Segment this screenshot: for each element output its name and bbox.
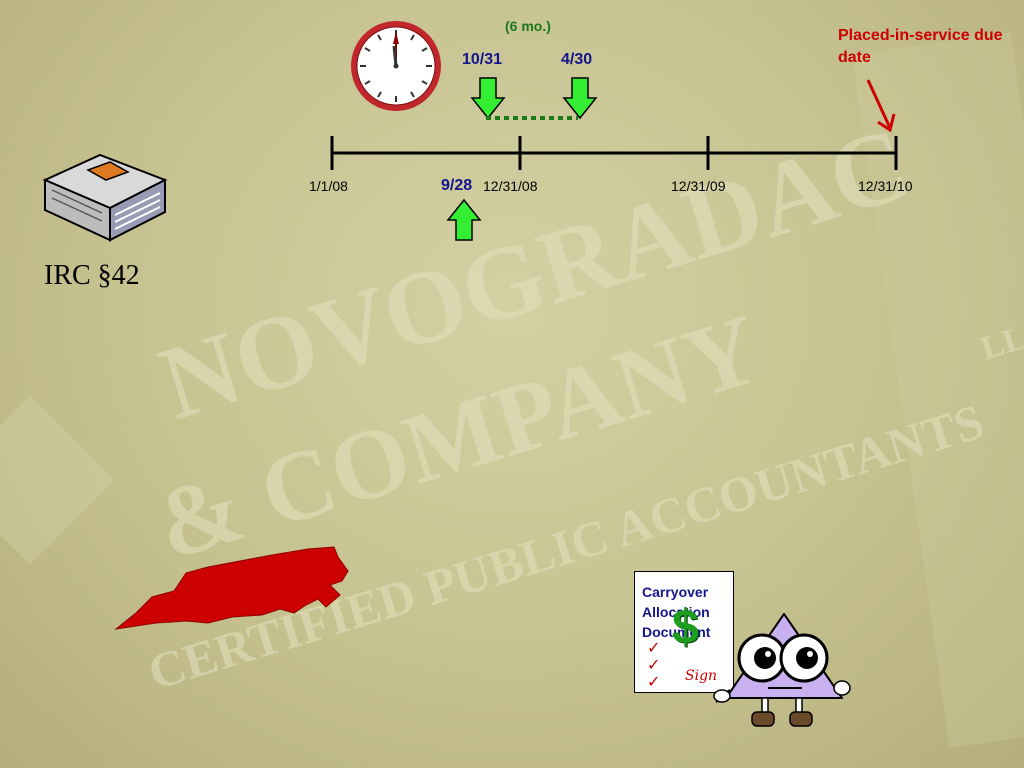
signature: Sign	[685, 668, 718, 684]
document-line-3: Document	[642, 624, 711, 640]
checkmarks-icon: ✓✓✓	[647, 640, 661, 691]
book-icon	[42, 153, 168, 242]
due-date-label: Placed-in-service due date	[838, 27, 1003, 66]
tick-label-1: 1/1/08	[309, 178, 348, 194]
start-marker-label: 10/31	[462, 51, 503, 68]
down-arrow-end-icon	[562, 77, 598, 120]
tick-label-2: 12/31/08	[483, 178, 538, 194]
irc-caption: IRC §42	[44, 260, 140, 291]
carryover-allocation-document: Carryover Allocation Document ✓✓✓ Sign	[634, 571, 734, 693]
north-carolina-map-icon	[114, 546, 349, 630]
document-title: Carryover Allocation Document	[642, 582, 710, 642]
timeline-axis	[330, 136, 898, 170]
period-dotted-line	[486, 116, 578, 120]
document-line-1: Carryover	[642, 584, 709, 600]
end-marker-label: 4/30	[561, 51, 593, 68]
mascot-icon	[713, 613, 851, 727]
clock-icon	[351, 21, 441, 111]
period-label: (6 mo.)	[505, 18, 551, 34]
up-arrow-icon	[446, 198, 482, 241]
tick-label-3: 12/31/09	[671, 178, 726, 194]
tick-label-4: 12/31/10	[858, 178, 913, 194]
down-arrow-start-icon	[470, 77, 506, 120]
dollar-icon: $	[672, 601, 699, 654]
below-marker-label: 9/28	[441, 177, 473, 194]
document-line-2: Allocation	[642, 604, 710, 620]
due-date-arrow-icon	[866, 79, 896, 133]
